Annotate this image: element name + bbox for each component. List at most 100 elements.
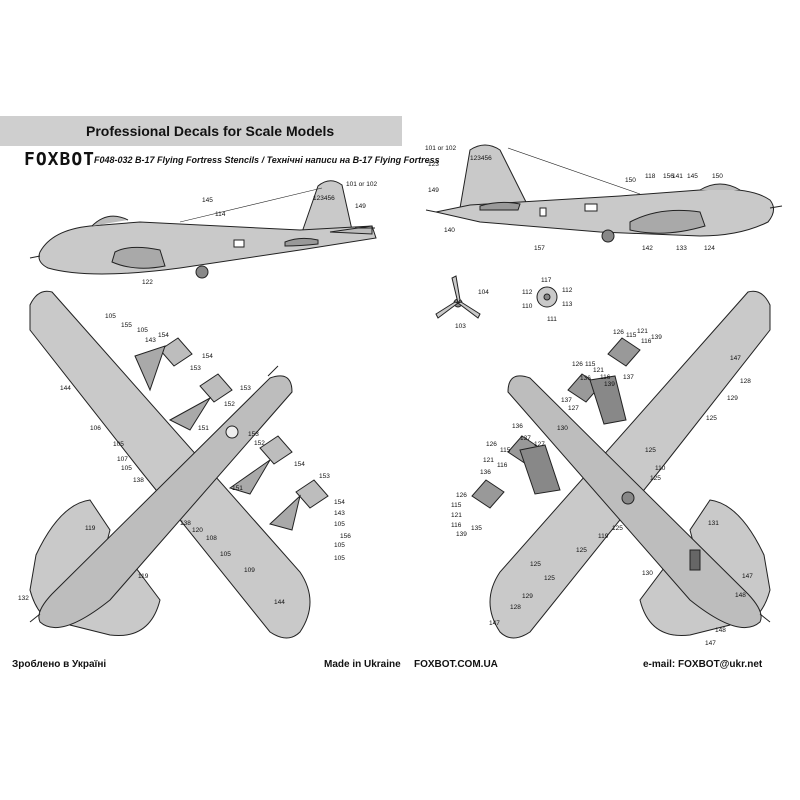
callout-label: 130 <box>642 570 653 577</box>
callout-label: 155 <box>121 322 132 329</box>
callout-label: 103 <box>455 323 466 330</box>
top-view-callouts: 105 155 105 143 154 154 153 144 153 152 … <box>18 313 351 606</box>
callout-label: 109 <box>244 567 255 574</box>
callout-label: 150 <box>625 177 636 184</box>
callout-label: 105 <box>220 551 231 558</box>
serial-number: 123456 <box>313 195 335 202</box>
callout-label: 106 <box>90 425 101 432</box>
right-side-profile <box>425 144 783 243</box>
callout-label: 135 <box>471 525 482 532</box>
callout-label: 121 <box>483 457 494 464</box>
wheel-diagram <box>536 286 558 308</box>
callout-label: 129 <box>727 395 738 402</box>
callout-label: 121 <box>593 367 604 374</box>
serial-number: 123456 <box>470 155 492 162</box>
callout-label: 147 <box>489 620 500 627</box>
callout-label: 105 <box>105 313 116 320</box>
brand-logo: FOXBOT <box>24 149 96 170</box>
callout-label: 105 <box>113 441 124 448</box>
bottom-view-aircraft <box>471 290 771 639</box>
header-banner: Professional Decals for Scale Models <box>0 116 402 146</box>
callout-label: 138 <box>180 520 191 527</box>
callout-label: 125 <box>706 415 717 422</box>
callout-label: 149 <box>355 203 366 210</box>
callout-label: 116 <box>497 462 508 469</box>
callout-label: 116 <box>600 374 611 381</box>
callout-label: 115 <box>585 361 596 368</box>
left-side-profile <box>29 180 377 279</box>
callout-label: 108 <box>206 535 217 542</box>
callout-label: 126 <box>572 361 583 368</box>
callout-label: 105 <box>334 555 345 562</box>
sheet-subtitle: F048-032 B-17 Flying Fortress Stencils /… <box>94 155 440 165</box>
callout-label: 116 <box>451 522 462 529</box>
callout-label: 157 <box>534 245 545 252</box>
callout-label: 137 <box>561 397 572 404</box>
callout-label: 148 <box>735 592 746 599</box>
callout-label: 110 <box>522 303 533 310</box>
callout-label: 144 <box>274 599 285 606</box>
callout-label: 105 <box>334 542 345 549</box>
callout-label: 151 <box>198 425 209 432</box>
callout-label: 105 <box>137 327 148 334</box>
callout-label: 131 <box>708 520 719 527</box>
callout-label: 145 <box>202 197 213 204</box>
callout-label: 125 <box>576 547 587 554</box>
callout-label: 105 <box>334 521 345 528</box>
callout-label: 136 <box>480 469 491 476</box>
callout-label: 153 <box>190 365 201 372</box>
callout-label: 138 <box>133 477 144 484</box>
callout-label: 143 <box>334 510 345 517</box>
callout-label: 114 <box>215 211 226 218</box>
callout-label: 119 <box>598 533 609 540</box>
callout-label: 125 <box>650 475 661 482</box>
callout-label: 125 <box>612 525 623 532</box>
callout-label: 153 <box>319 473 330 480</box>
callout-label: 139 <box>651 334 662 341</box>
callout-label: 154 <box>294 461 305 468</box>
callout-label: 154 <box>334 499 345 506</box>
callout-label: 152 <box>254 440 265 447</box>
callout-label: 121 <box>637 328 648 335</box>
callout-label: 117 <box>541 277 552 284</box>
callout-label: 115 <box>500 447 511 454</box>
callout-label: 121 <box>451 512 462 519</box>
propeller-diagram <box>435 275 481 319</box>
callout-label: 136 <box>512 423 523 430</box>
callout-label: 132 <box>18 595 29 602</box>
callout-label: 123 <box>428 161 439 168</box>
callout-label: 154 <box>158 332 169 339</box>
callout-label: 141 <box>672 173 683 180</box>
callout-label: 126 <box>486 441 497 448</box>
callout-label: 143 <box>145 337 156 344</box>
callout-label: 130 <box>557 425 568 432</box>
callout-label: 151 <box>232 485 243 492</box>
callout-label: 112 <box>562 287 573 294</box>
callout-label: 133 <box>676 245 687 252</box>
footer-website-link[interactable]: FOXBOT.COM.UA <box>414 659 498 670</box>
callout-label: 112 <box>522 289 533 296</box>
footer-made-in-ukraine-en: Made in Ukraine <box>324 659 401 670</box>
callout-label: 128 <box>510 604 521 611</box>
callout-label: 101 or 102 <box>425 145 456 152</box>
callout-label: 124 <box>704 245 715 252</box>
callout-label: 156 <box>340 533 351 540</box>
bottom-view-callouts: 126 115 121 116 139 147 126 115 121 116 … <box>451 328 753 647</box>
callout-label: 153 <box>240 385 251 392</box>
callout-label: 128 <box>740 378 751 385</box>
callout-label: 126 <box>456 492 467 499</box>
footer-email-link[interactable]: e-mail: FOXBOT@ukr.net <box>643 659 763 670</box>
callout-label: 147 <box>730 355 741 362</box>
callout-label: 104 <box>478 289 489 296</box>
callout-label: 107 <box>117 456 128 463</box>
top-view-aircraft <box>29 290 329 639</box>
callout-label: 142 <box>642 245 653 252</box>
callout-label: 129 <box>522 593 533 600</box>
callout-label: 139 <box>604 381 615 388</box>
callout-label: 116 <box>641 338 652 345</box>
callout-label: 153 <box>248 431 259 438</box>
callout-label: 110 <box>655 465 666 472</box>
callout-label: 137 <box>520 435 531 442</box>
callout-label: 125 <box>544 575 555 582</box>
